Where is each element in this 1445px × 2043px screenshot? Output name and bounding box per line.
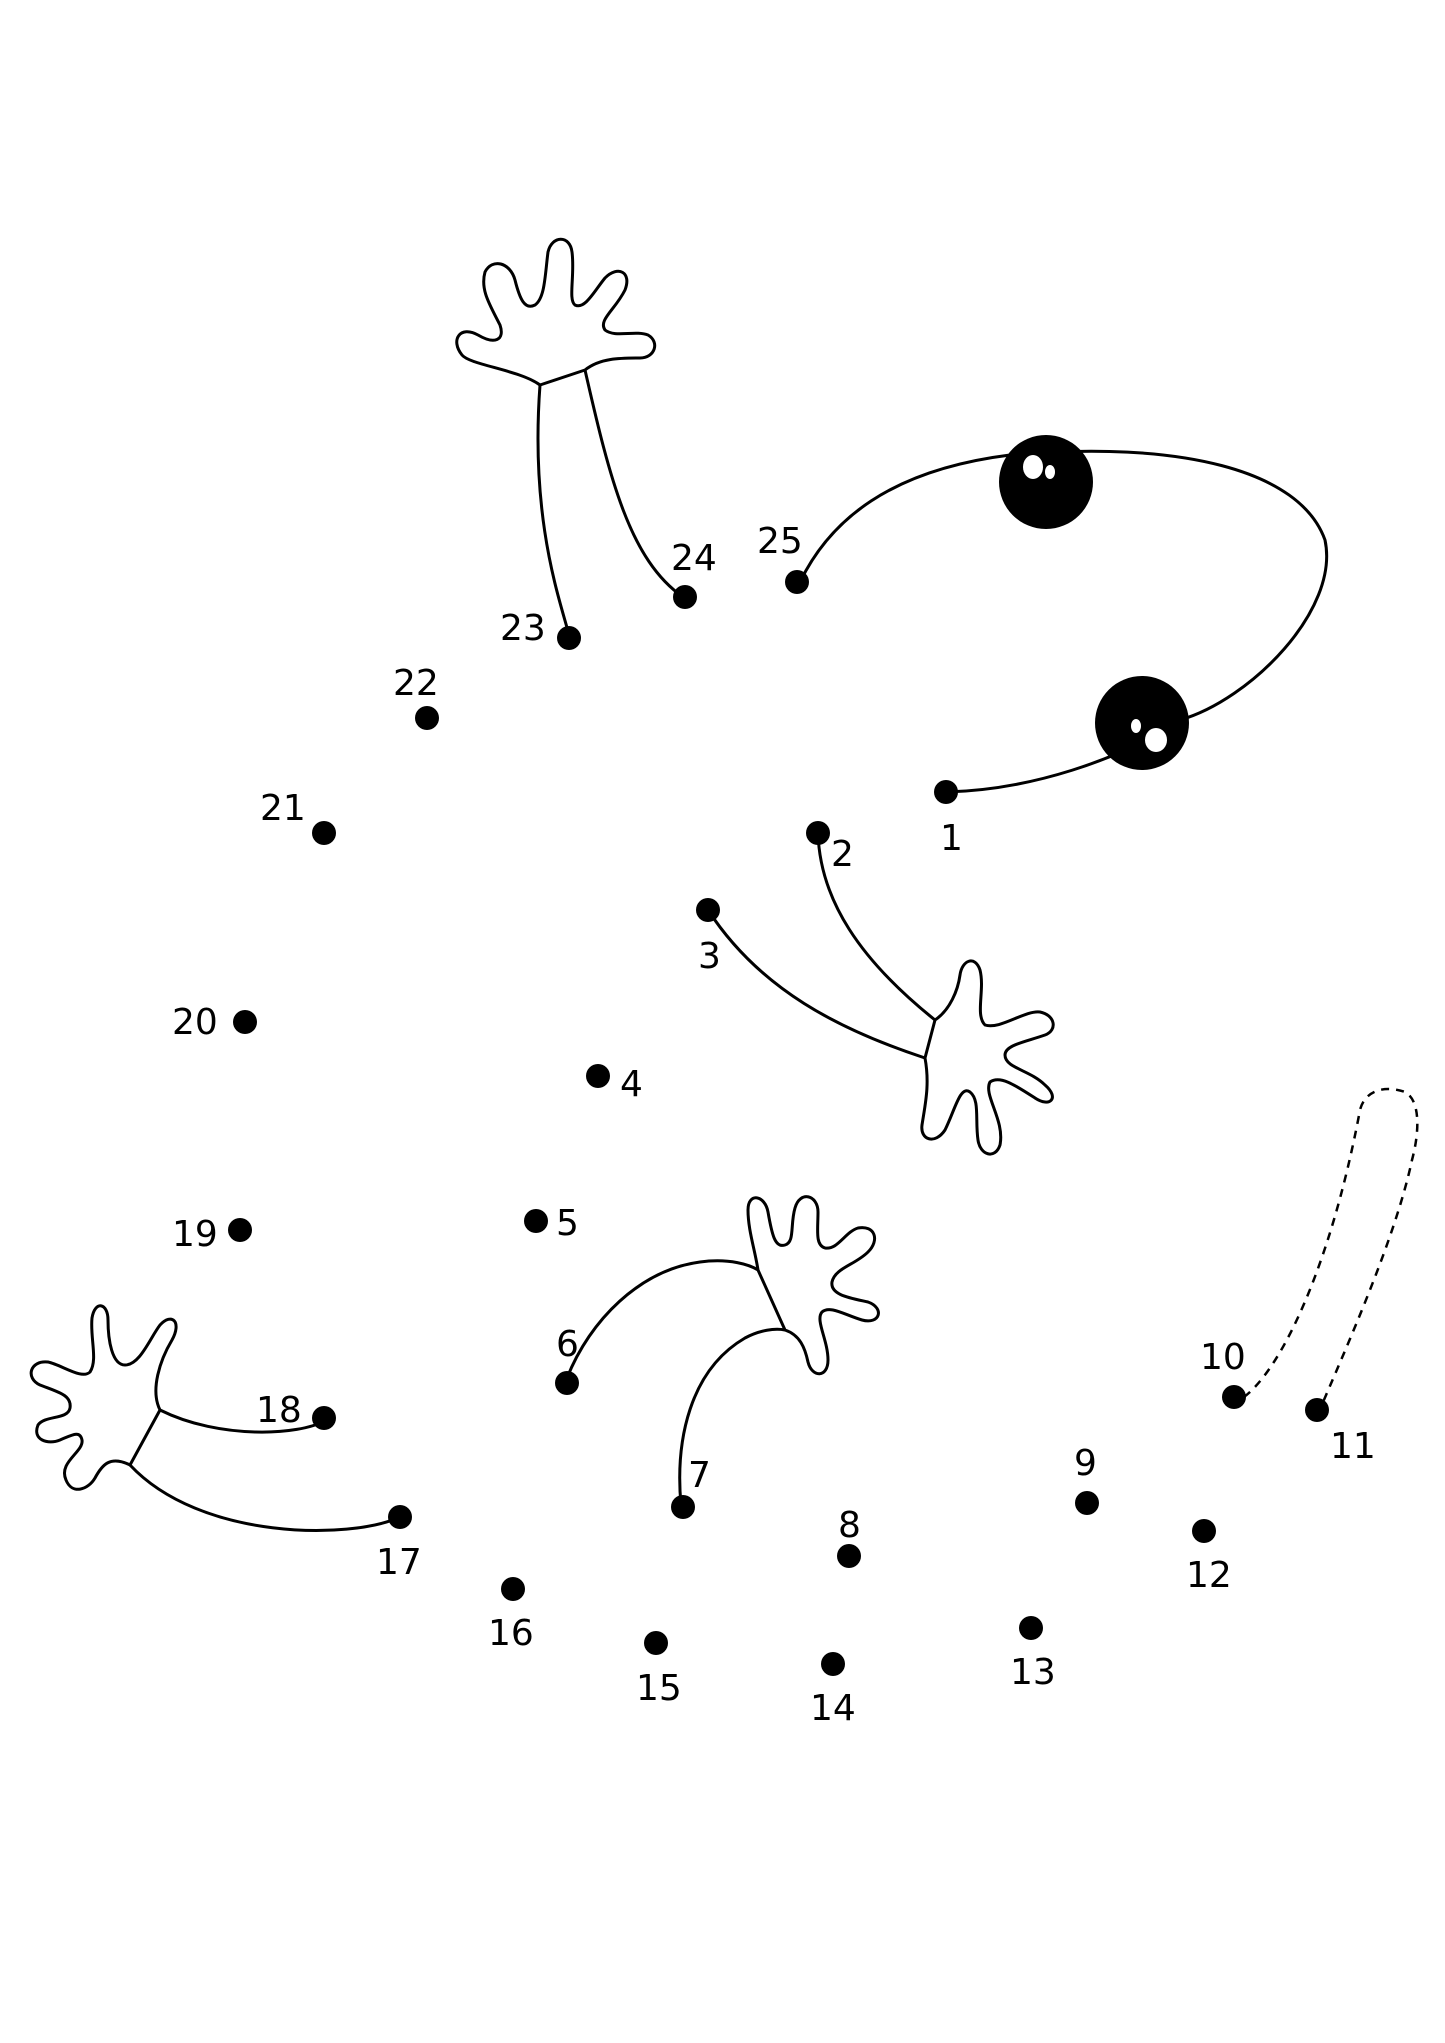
dot-23[interactable]: 23	[500, 608, 581, 650]
dot-15[interactable]: 15	[636, 1631, 682, 1709]
dot-number: 18	[256, 1390, 302, 1431]
dot-21[interactable]: 21	[260, 788, 336, 845]
dot-4[interactable]: 4	[586, 1064, 643, 1105]
dot-8[interactable]: 8	[837, 1505, 861, 1568]
back-right-leg	[565, 1195, 880, 1507]
back-left-leg	[29, 1304, 402, 1532]
dot-9[interactable]: 9	[1074, 1443, 1099, 1515]
dot-number: 13	[1010, 1652, 1056, 1693]
tail-tip-dashed	[1243, 1087, 1419, 1415]
dot-number: 2	[831, 834, 854, 875]
dot-7[interactable]: 7	[671, 1455, 711, 1519]
dot-number: 14	[810, 1688, 856, 1729]
dot-number: 9	[1074, 1443, 1097, 1484]
dot-25[interactable]: 25	[757, 521, 809, 594]
dot-6[interactable]: 6	[555, 1324, 579, 1395]
dot-11[interactable]: 11	[1305, 1398, 1376, 1467]
dot-number: 15	[636, 1668, 682, 1709]
dot-12[interactable]: 12	[1186, 1519, 1232, 1596]
numbered-dots: 1 2 3 4 5 6 7 8 9 10 11 12 13 14 15 16 1…	[172, 521, 1376, 1729]
dot-19[interactable]: 19	[172, 1214, 252, 1255]
dot-number: 8	[838, 1505, 861, 1546]
dot-number: 10	[1200, 1337, 1246, 1378]
dot-1[interactable]: 1	[934, 780, 963, 859]
dot-5[interactable]: 5	[524, 1203, 579, 1244]
dot-16[interactable]: 16	[488, 1577, 534, 1654]
dot-24[interactable]: 24	[671, 538, 717, 609]
dot-17[interactable]: 17	[376, 1505, 422, 1583]
dot-20[interactable]: 20	[172, 1002, 257, 1043]
dot-number: 22	[393, 663, 439, 704]
dot-3[interactable]: 3	[696, 898, 721, 977]
dot-10[interactable]: 10	[1200, 1337, 1246, 1409]
dot-13[interactable]: 13	[1010, 1616, 1056, 1693]
dot-22[interactable]: 22	[393, 663, 439, 730]
dot-number: 4	[620, 1064, 643, 1105]
dot-number: 12	[1186, 1555, 1232, 1596]
dot-number: 5	[556, 1203, 579, 1244]
dot-number: 23	[500, 608, 546, 649]
dot-18[interactable]: 18	[256, 1390, 336, 1431]
dot-number: 21	[260, 788, 306, 829]
dot-number: 16	[488, 1613, 534, 1654]
dot-2[interactable]: 2	[806, 821, 854, 875]
dot-number: 17	[376, 1542, 422, 1583]
dot-number: 20	[172, 1002, 218, 1043]
dot-number: 25	[757, 521, 803, 562]
dot-14[interactable]: 14	[810, 1652, 856, 1729]
dot-number: 1	[940, 818, 963, 859]
front-left-leg	[455, 237, 685, 637]
dot-number: 19	[172, 1214, 218, 1255]
right-eye	[1095, 676, 1189, 770]
front-right-leg	[706, 831, 1055, 1156]
left-eye	[999, 435, 1093, 529]
dot-number: 6	[556, 1324, 579, 1365]
dot-number: 24	[671, 538, 717, 579]
dot-number: 11	[1330, 1426, 1376, 1467]
dot-number: 3	[698, 936, 721, 977]
dot-number: 7	[688, 1455, 711, 1496]
